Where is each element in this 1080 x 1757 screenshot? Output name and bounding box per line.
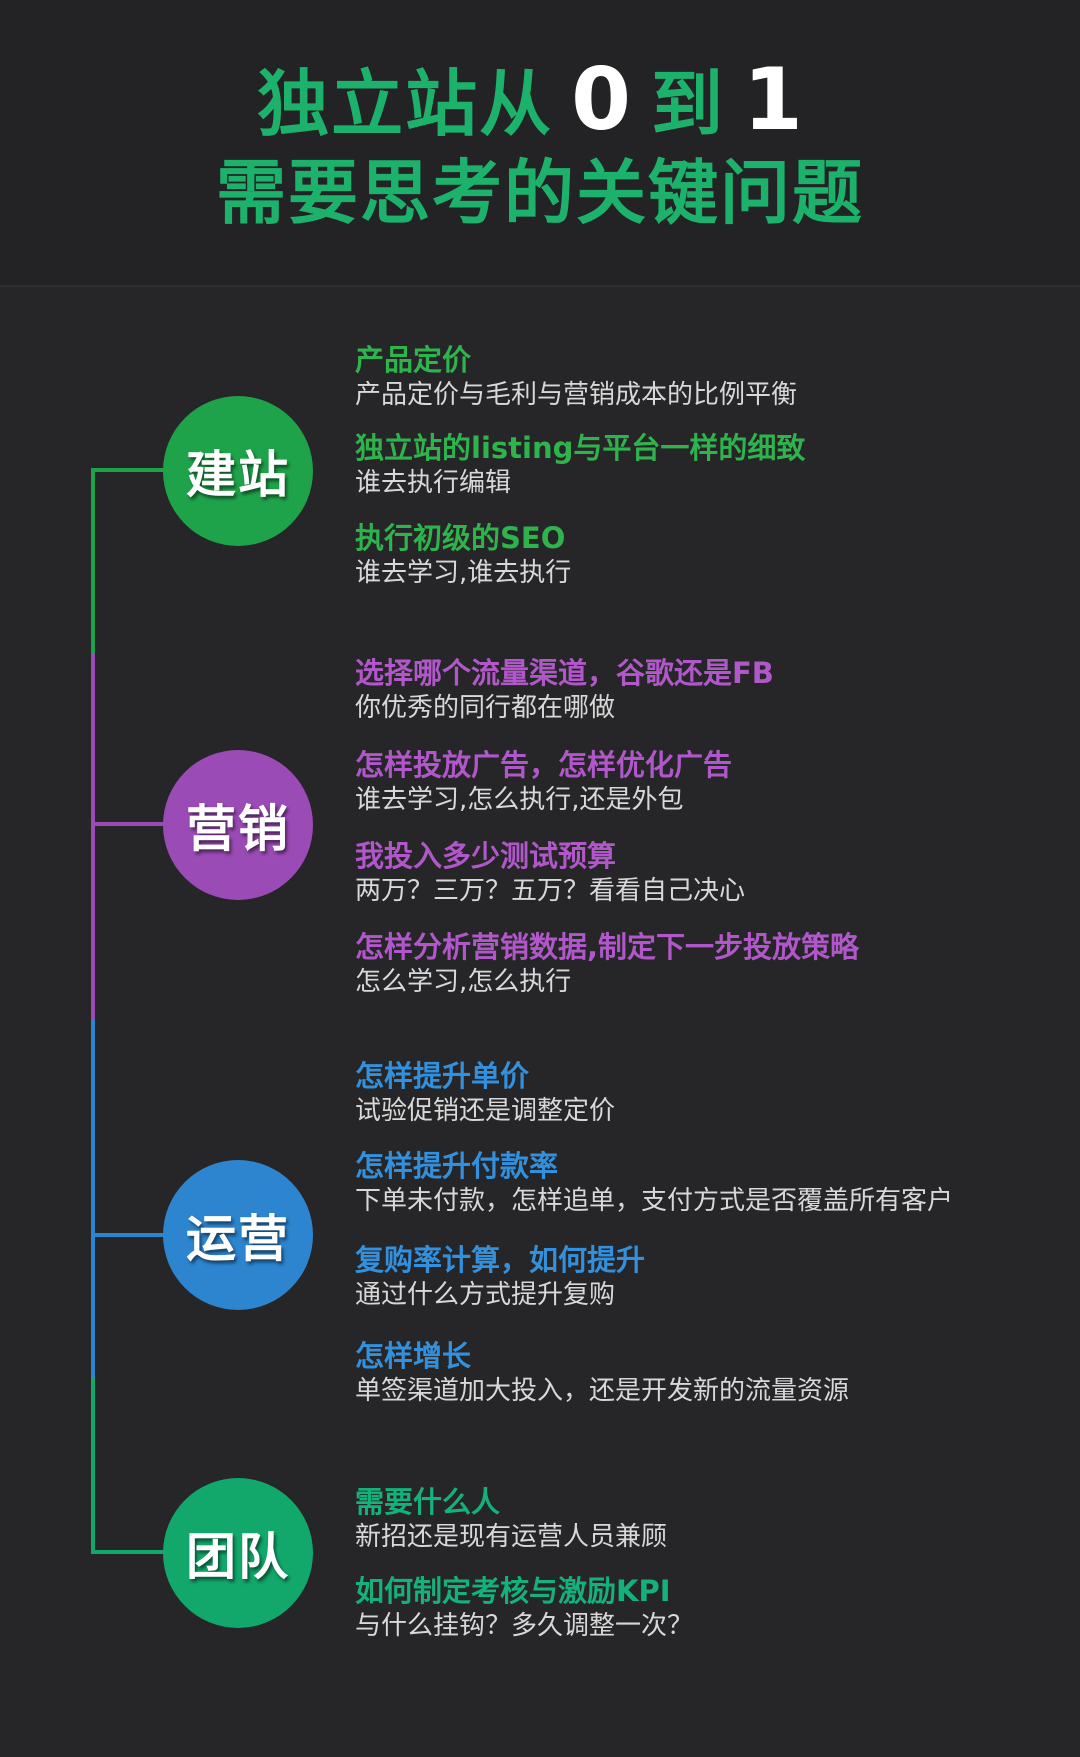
title-from-number: 0 (571, 50, 633, 150)
connector-line-green (91, 468, 95, 654)
item-title: 独立站的listing与平台一样的细致 (355, 431, 806, 465)
item-desc: 与什么挂钩？多久调整一次？ (355, 1611, 694, 1641)
list-item: 怎样投放广告，怎样优化广告 谁去学习,怎么执行,还是外包 (355, 747, 732, 817)
list-item: 独立站的listing与平台一样的细致 谁去执行编辑 (355, 430, 805, 500)
connector-branch-purple (91, 822, 171, 826)
item-desc: 试验促销还是调整定价 (355, 1096, 616, 1126)
item-desc: 下单未付款，怎样追单，支付方式是否覆盖所有客户 (355, 1186, 954, 1216)
item-title: 怎样提升付款率 (355, 1149, 559, 1183)
connector-branch-teal (91, 1550, 171, 1554)
list-item: 如何制定考核与激励KPI 与什么挂钩？多久调整一次？ (355, 1573, 693, 1643)
section-badge-site: 建站 (163, 396, 313, 546)
item-desc: 谁去执行编辑 (355, 468, 512, 498)
list-item: 怎样分析营销数据,制定下一步投放策略 怎么学习,怎么执行 (355, 929, 859, 999)
item-desc: 新招还是现有运营人员兼顾 (355, 1522, 668, 1552)
item-title: 怎样分析营销数据,制定下一步投放策略 (355, 930, 860, 964)
section-badge-team: 团队 (163, 1478, 313, 1628)
list-item: 怎样提升单价 试验促销还是调整定价 (355, 1058, 615, 1128)
item-title: 需要什么人 (355, 1485, 501, 1519)
item-title: 产品定价 (355, 343, 472, 377)
item-title: 怎样提升单价 (355, 1059, 530, 1093)
item-title: 执行初级的SEO (355, 521, 566, 555)
list-item: 需要什么人 新招还是现有运营人员兼顾 (355, 1484, 667, 1554)
connector-branch-green (91, 468, 171, 472)
item-desc: 谁去学习,谁去执行 (355, 558, 572, 588)
item-desc: 单签渠道加大投入，还是开发新的流量资源 (355, 1376, 850, 1406)
list-item: 产品定价 产品定价与毛利与营销成本的比例平衡 (355, 342, 797, 412)
item-title: 如何制定考核与激励KPI (355, 1574, 671, 1608)
item-title: 怎样投放广告，怎样优化广告 (355, 748, 733, 782)
list-item: 执行初级的SEO 谁去学习,谁去执行 (355, 520, 571, 590)
section-badge-marketing: 营销 (163, 750, 313, 900)
list-item: 我投入多少测试预算 两万？三万？五万？看看自己决心 (355, 838, 745, 908)
item-title: 我投入多少测试预算 (355, 839, 617, 873)
page-title-line2: 需要思考的关键问题 (216, 152, 864, 234)
section-label: 建站 (186, 446, 290, 504)
connector-branch-blue (91, 1233, 171, 1237)
item-desc: 通过什么方式提升复购 (355, 1280, 616, 1310)
list-item: 选择哪个流量渠道，谷歌还是FB 你优秀的同行都在哪做 (355, 655, 774, 725)
section-label: 团队 (186, 1528, 290, 1586)
title-to-number: 1 (743, 50, 805, 150)
title-prefix: 独立站从 (257, 62, 554, 146)
title-mid: 到 (651, 62, 726, 146)
item-title: 怎样增长 (355, 1339, 472, 1373)
list-item: 怎样提升付款率 下单未付款，怎样追单，支付方式是否覆盖所有客户 (355, 1148, 953, 1218)
list-item: 复购率计算，如何提升 通过什么方式提升复购 (355, 1242, 645, 1312)
connector-line-teal (91, 1378, 95, 1554)
connector-line-purple (91, 654, 95, 1020)
section-badge-operations: 运营 (163, 1160, 313, 1310)
item-title: 选择哪个流量渠道，谷歌还是FB (355, 656, 774, 690)
item-title: 复购率计算，如何提升 (355, 1243, 646, 1277)
item-desc: 谁去学习,怎么执行,还是外包 (355, 785, 684, 815)
list-item: 怎样增长 单签渠道加大投入，还是开发新的流量资源 (355, 1338, 849, 1408)
connector-line-blue (91, 1020, 95, 1378)
section-label: 运营 (186, 1210, 290, 1268)
item-desc: 产品定价与毛利与营销成本的比例平衡 (355, 380, 798, 410)
item-desc: 怎么学习,怎么执行 (355, 967, 572, 997)
section-label: 营销 (186, 800, 290, 858)
item-desc: 两万？三万？五万？看看自己决心 (355, 876, 746, 906)
item-desc: 你优秀的同行都在哪做 (355, 693, 616, 723)
